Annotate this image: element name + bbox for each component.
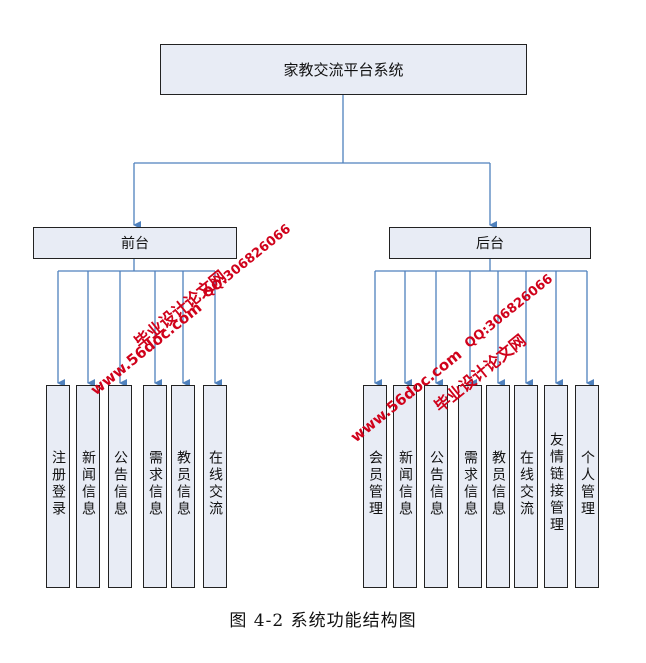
back-leaf-member-mgmt: 会员管理 <box>363 385 387 588</box>
figure-caption: 图 4-2 系统功能结构图 <box>229 611 417 631</box>
front-leaf-notice: 公告信息 <box>108 385 132 588</box>
root-node: 家教交流平台系统 <box>160 44 527 95</box>
front-leaf-demand: 需求信息 <box>143 385 167 588</box>
back-leaf-news: 新闻信息 <box>393 385 417 588</box>
front-leaf-chat: 在线交流 <box>203 385 227 588</box>
back-leaf-chat: 在线交流 <box>514 385 538 588</box>
back-leaf-notice: 公告信息 <box>424 385 448 588</box>
front-node: 前台 <box>33 227 237 259</box>
front-leaf-tutor: 教员信息 <box>171 385 195 588</box>
front-leaf-news: 新闻信息 <box>76 385 100 588</box>
back-leaf-links-mgmt: 友情链接管理 <box>544 385 568 588</box>
back-leaf-personal-mgmt: 个人管理 <box>575 385 599 588</box>
back-node: 后台 <box>389 227 591 259</box>
front-leaf-register-login: 注册登录 <box>46 385 70 588</box>
back-leaf-tutor: 教员信息 <box>486 385 510 588</box>
back-leaf-demand: 需求信息 <box>458 385 482 588</box>
